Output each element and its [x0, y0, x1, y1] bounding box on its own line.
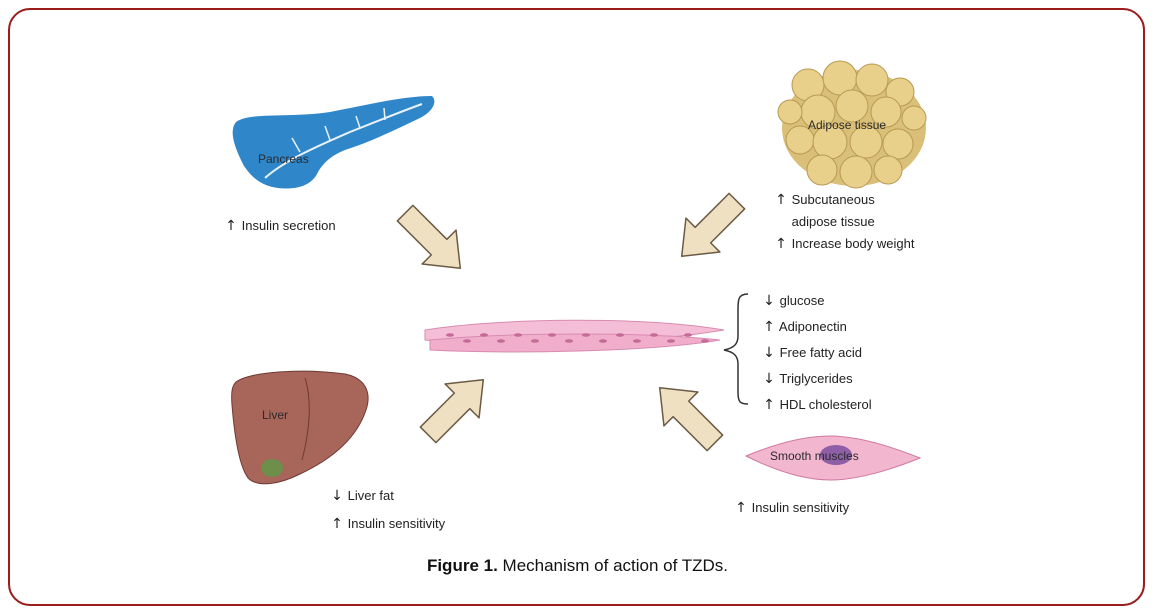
fiber-nucleus — [616, 333, 624, 337]
up-arrow-icon: ↑ — [775, 192, 787, 208]
fat-cell — [870, 96, 902, 128]
up-arrow-icon: ↑ — [763, 319, 775, 335]
liver-label: Liver — [262, 408, 289, 422]
center-effects-item: ↑ HDL cholesterol — [762, 397, 872, 413]
up-arrow-icon: ↑ — [775, 236, 787, 252]
fiber-nucleus — [701, 339, 709, 343]
effect-text: glucose — [776, 293, 825, 308]
liver-illustration — [231, 370, 369, 485]
up-arrow-icon: ↑ — [763, 397, 775, 413]
effect-text: Subcutaneous — [788, 192, 875, 207]
muscle-to-center-arrow — [658, 386, 724, 452]
central-tissue-illustration — [424, 319, 725, 353]
caption-label: Figure 1. — [426, 556, 498, 575]
fat-cell — [777, 99, 803, 125]
center-effects-item: ↓ Free fatty acid — [762, 345, 862, 361]
fiber-nucleus — [531, 339, 539, 343]
fiber-nucleus — [650, 333, 658, 337]
figure-caption: Figure 1. Mechanism of action of TZDs. — [0, 556, 1155, 576]
center-effects-item: ↓ glucose — [762, 293, 824, 309]
effect-text: Free fatty acid — [776, 345, 862, 360]
down-arrow-icon: ↓ — [763, 345, 775, 361]
center-effects-item: ↓ Triglycerides — [762, 371, 853, 387]
up-arrow-icon: ↑ — [225, 218, 237, 234]
fiber-nucleus — [565, 339, 573, 343]
liver-to-center-arrow — [419, 378, 485, 444]
down-arrow-icon: ↓ — [331, 488, 343, 504]
caption-text: Mechanism of action of TZDs. — [497, 556, 729, 575]
block-arrows — [396, 192, 746, 452]
effect-text: Insulin sensitivity — [748, 500, 850, 515]
pancreas-to-center-arrow — [396, 204, 462, 270]
effect-text: Triglycerides — [776, 371, 853, 386]
fiber-nucleus — [514, 333, 522, 337]
down-arrow-icon: ↓ — [763, 293, 775, 309]
fiber-nucleus — [667, 339, 675, 343]
fiber-nucleus — [599, 339, 607, 343]
up-arrow-icon: ↑ — [331, 516, 343, 532]
smooth-muscle-label: Smooth muscles — [770, 449, 859, 463]
pancreas-label: Pancreas — [258, 152, 309, 166]
fat-cell — [839, 155, 873, 189]
fiber-nucleus — [633, 339, 641, 343]
fat-cell — [901, 105, 927, 131]
effect-text: Liver fat — [344, 488, 394, 503]
fat-cell — [806, 154, 838, 186]
effect-text: Adiponectin — [776, 319, 847, 334]
fiber-nucleus — [548, 333, 556, 337]
liver-effects-item: ↓ Liver fat — [330, 488, 394, 504]
effect-text: Increase body weight — [788, 236, 915, 251]
figure-frame — [8, 8, 1145, 606]
fiber-nucleus — [463, 339, 471, 343]
fat-cell — [873, 155, 903, 185]
adipose-illustration — [777, 60, 927, 189]
liver-effects-item: ↑ Insulin sensitivity — [330, 516, 445, 532]
smooth-muscle-illustration — [744, 435, 922, 481]
fat-cell — [855, 63, 889, 97]
adipose-effects-item: ↑ Subcutaneous — [774, 192, 875, 208]
fat-cell — [835, 89, 869, 123]
fat-cell — [849, 125, 883, 159]
pancreas-effects-item: ↑ Insulin secretion — [224, 218, 336, 234]
fiber-nucleus — [480, 333, 488, 337]
fiber-nucleus — [684, 333, 692, 337]
adipose-label: Adipose tissue — [808, 118, 887, 132]
up-arrow-icon: ↑ — [735, 500, 747, 516]
fiber-nucleus — [446, 333, 454, 337]
effect-text: Insulin sensitivity — [344, 516, 446, 531]
adipose-to-center-arrow — [680, 192, 746, 258]
effect-text: Insulin secretion — [238, 218, 336, 233]
effect-text: HDL cholesterol — [776, 397, 872, 412]
adipose-effects-item: adipose tissue — [774, 214, 875, 229]
down-arrow-icon: ↓ — [763, 371, 775, 387]
curly-brace — [723, 293, 749, 405]
muscle-effects-item: ↑ Insulin sensitivity — [734, 500, 849, 516]
pancreas-illustration — [232, 96, 435, 189]
adipose-effects-item: ↑ Increase body weight — [774, 236, 914, 252]
effect-text: adipose tissue — [788, 214, 875, 229]
fat-cell — [882, 128, 914, 160]
fiber-nucleus — [497, 339, 505, 343]
center-effects-item: ↑ Adiponectin — [762, 319, 847, 335]
fiber-nucleus — [582, 333, 590, 337]
